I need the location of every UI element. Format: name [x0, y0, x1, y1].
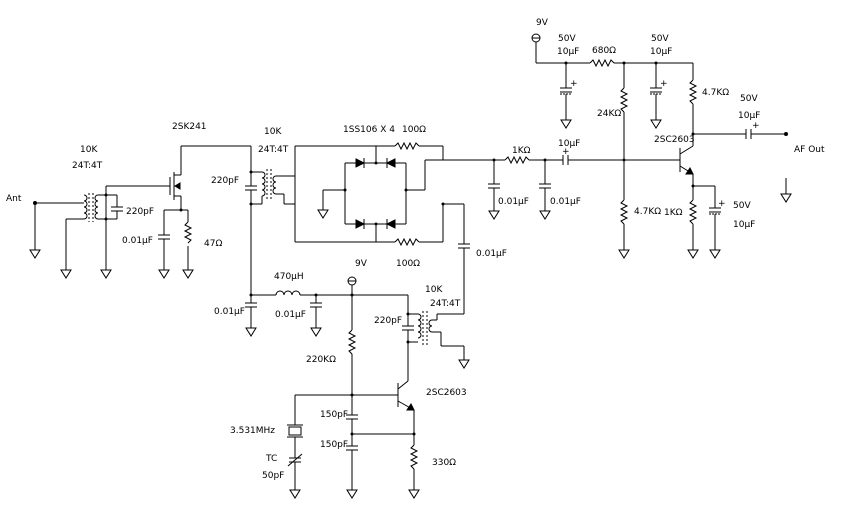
- r-bias-bot-label: 4.7KΩ: [634, 207, 661, 217]
- svg-text:+: +: [570, 79, 578, 89]
- c-if1-label: 0.01µF: [498, 197, 529, 207]
- choke-label: 470µH: [274, 272, 304, 282]
- r-top-label: 100Ω: [402, 125, 426, 135]
- r-sup-label: 680Ω: [592, 46, 616, 56]
- supply-top-label: 9V: [536, 18, 549, 28]
- c-dec1-label: 0.01µF: [214, 307, 245, 317]
- r-osc-bias-label: 220KΩ: [306, 355, 336, 365]
- mixer-osc-coupling: [437, 204, 470, 315]
- c-sup1-v-label: 50V: [558, 34, 576, 44]
- c-mix-osc-label: 0.01µF: [476, 249, 507, 259]
- c-sup2-label: 10µF: [650, 47, 672, 57]
- t3-cap-label: 220pF: [374, 316, 402, 326]
- component-labels: Ant 10K 24T:4T 220pF 2SK241 0.01µF 47Ω 1…: [6, 18, 825, 481]
- c-dec2-label: 0.01µF: [275, 310, 306, 320]
- r-coll-label: 4.7KΩ: [702, 88, 729, 98]
- supply-filter: + +: [531, 33, 693, 259]
- fet-src-res-label: 47Ω: [204, 239, 222, 249]
- t1-turns-label: 24T:4T: [72, 161, 103, 171]
- t2-turns-label: 24T:4T: [258, 145, 289, 155]
- c-emit-label: 10µF: [733, 220, 755, 230]
- antenna-input: [29, 201, 84, 259]
- r-if-label: 1KΩ: [512, 146, 531, 156]
- tr-af-label: 2SC2603: [654, 135, 695, 145]
- transformer-t2: [245, 146, 295, 295]
- t2-name-label: 10K: [264, 127, 282, 137]
- r-bot-label: 100Ω: [396, 259, 420, 269]
- c-out-v-label: 50V: [740, 94, 758, 104]
- trimmer-label: TC: [265, 454, 277, 464]
- svg-text:+: +: [660, 79, 668, 89]
- c-emit-v-label: 50V: [733, 201, 751, 211]
- t3-turns-label: 24T:4T: [430, 299, 461, 309]
- svg-text:+: +: [752, 121, 760, 131]
- crystal-oscillator: [287, 295, 470, 499]
- fet-src-cap-label: 0.01µF: [122, 236, 153, 246]
- trimmer-value-label: 50pF: [262, 471, 284, 481]
- c-out-label: 10µF: [738, 111, 760, 121]
- c-sup2-v-label: 50V: [651, 34, 669, 44]
- c-if2-label: 0.01µF: [550, 197, 581, 207]
- c-couple-label: 10µF: [558, 139, 580, 149]
- fet-2sk241: [158, 145, 251, 279]
- t2-cap-label: 220pF: [211, 176, 239, 186]
- c-fb1-label: 150pF: [320, 410, 348, 420]
- c-sup1-label: 10µF: [557, 47, 579, 57]
- mixer-diodes-label: 1SS106 X 4: [343, 125, 395, 135]
- diode-ring-mixer: [294, 141, 505, 247]
- svg-text:+: +: [718, 199, 726, 209]
- r-osc-emit-label: 330Ω: [432, 458, 456, 468]
- transformer-t1: [60, 185, 170, 279]
- r-emit-label: 1KΩ: [664, 208, 683, 218]
- svg-text:+: +: [562, 147, 570, 157]
- af-amp-transistor: + +: [679, 63, 792, 259]
- osc-supply-decoupling: [245, 276, 408, 337]
- tr-osc-label: 2SC2603: [426, 388, 467, 398]
- ant-label: Ant: [6, 194, 22, 204]
- t1-name-label: 10K: [80, 145, 98, 155]
- t1-cap-label: 220pF: [126, 207, 154, 217]
- crystal-label: 3.531MHz: [230, 426, 275, 436]
- t3-name-label: 10K: [425, 285, 443, 295]
- r-bias-top-label: 24KΩ: [597, 109, 621, 119]
- c-fb2-label: 150pF: [320, 440, 348, 450]
- supply-osc-label: 9V: [355, 259, 368, 269]
- af-out-label: AF Out: [794, 145, 825, 155]
- fet-label: 2SK241: [172, 122, 207, 132]
